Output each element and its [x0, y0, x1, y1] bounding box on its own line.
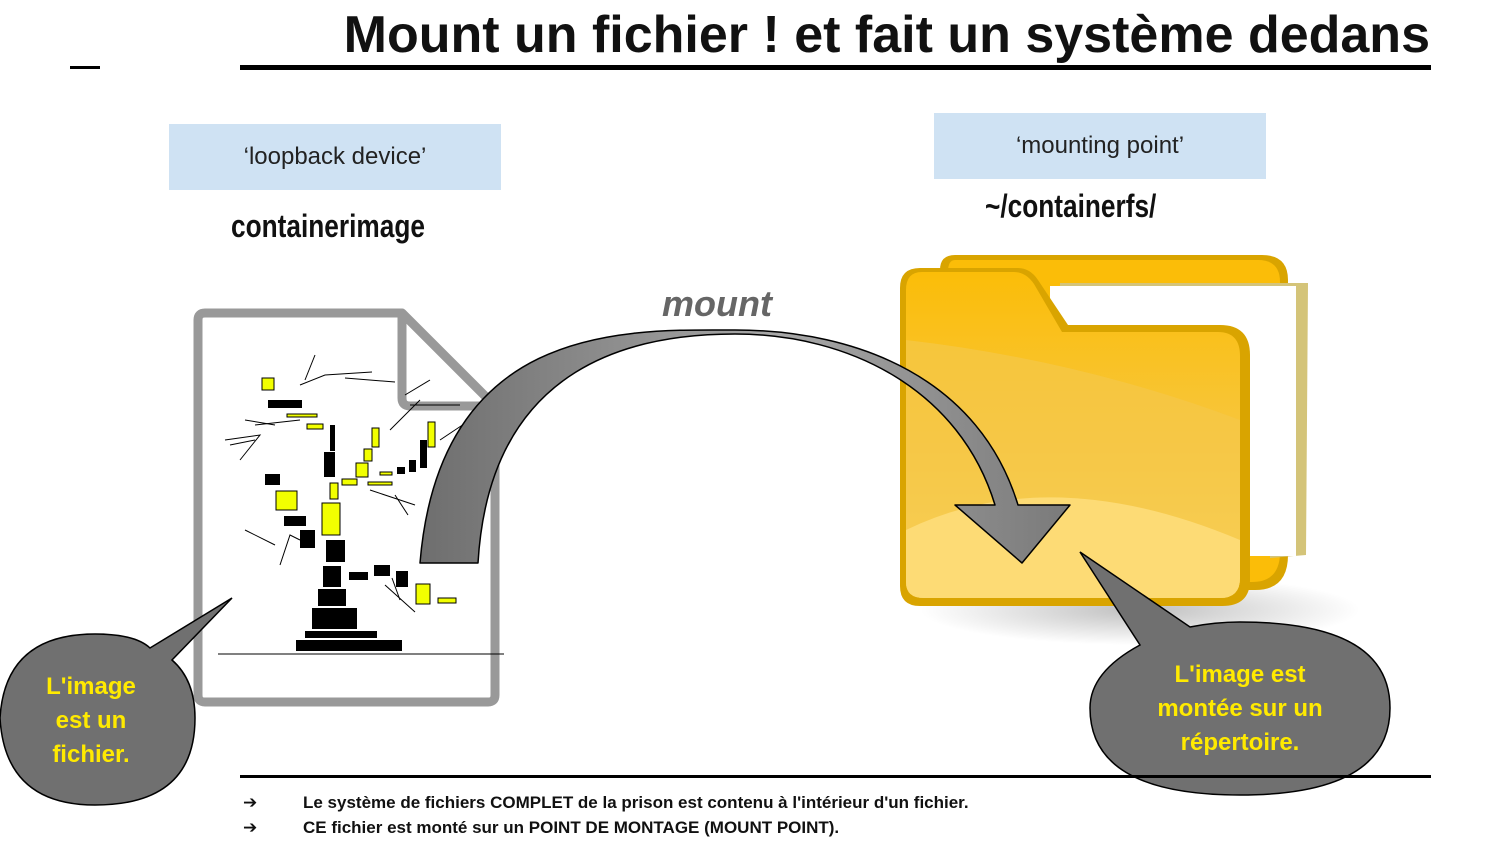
bubble-right-text: L'image est montée sur un répertoire. [1157, 661, 1323, 756]
note-item: ➔ Le système de fichiers COMPLET de la p… [243, 793, 969, 813]
note-text: CE fichier est monté sur un POINT DE MON… [303, 818, 840, 837]
container-image-name: containerimage [231, 208, 425, 244]
mount-point-path: ~/containerfs/ [985, 188, 1157, 224]
bubble-left [0, 597, 233, 806]
curved-arrow-icon [419, 329, 1071, 564]
slide-title: Mount un fichier ! et fait un système de… [343, 6, 1430, 64]
notes-divider [240, 775, 1431, 778]
bubble-right [1079, 551, 1391, 796]
bubble-left-text: L'image est un fichier. [46, 673, 136, 768]
note-item: ➔ CE fichier est monté sur un POINT DE M… [243, 818, 839, 838]
arrow-bullet-icon: ➔ [243, 818, 258, 838]
side-dash [70, 66, 100, 69]
mounting-point-label: ‘mounting point’ [934, 113, 1266, 179]
title-underline [240, 65, 1431, 70]
document-icon [193, 308, 500, 707]
arrow-bullet-icon: ➔ [243, 793, 258, 813]
mount-command-label: mount [662, 283, 772, 324]
loopback-device-label: ‘loopback device’ [169, 124, 501, 190]
note-text: Le système de fichiers COMPLET de la pri… [303, 793, 969, 812]
pixel-tree-illustration [218, 354, 504, 655]
